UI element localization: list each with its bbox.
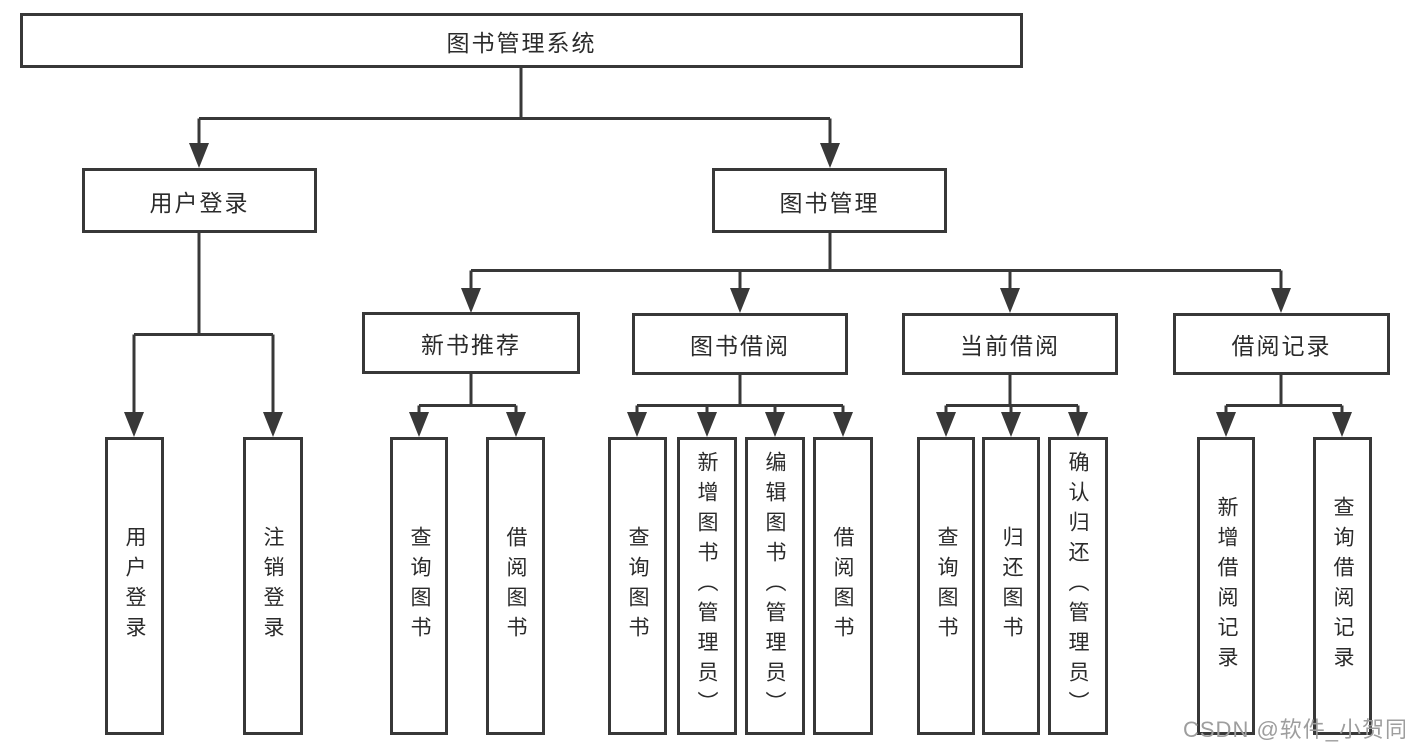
leaf-add-book-admin: 新增图书（管理员） [677,437,737,735]
leaf-confirm-return-admin: 确认归还（管理员） [1048,437,1108,735]
leaf-edit-book-admin: 编辑图书（管理员） [745,437,805,735]
node-user-login: 用户登录 [82,168,317,233]
node-current-borrow: 当前借阅 [902,313,1118,375]
node-book-borrow: 图书借阅 [632,313,848,375]
leaf-query-borrow-record: 查询借阅记录 [1313,437,1372,735]
leaf-query-books-recommend: 查询图书 [390,437,448,735]
leaf-return-books: 归还图书 [982,437,1040,735]
leaf-borrow-books-recommend: 借阅图书 [486,437,545,735]
leaf-user-login: 用户登录 [105,437,164,735]
watermark: CSDN @软件_小贺同学 [1183,717,1405,742]
leaf-add-borrow-record: 新增借阅记录 [1197,437,1255,735]
node-borrow-records: 借阅记录 [1173,313,1390,375]
leaf-borrow-books: 借阅图书 [813,437,873,735]
leaf-query-books-borrow: 查询图书 [608,437,667,735]
leaf-query-books-current: 查询图书 [917,437,975,735]
node-root-library-system: 图书管理系统 [20,13,1023,68]
node-book-management: 图书管理 [712,168,947,233]
leaf-logout: 注销登录 [243,437,303,735]
node-new-book-recommend: 新书推荐 [362,312,580,374]
